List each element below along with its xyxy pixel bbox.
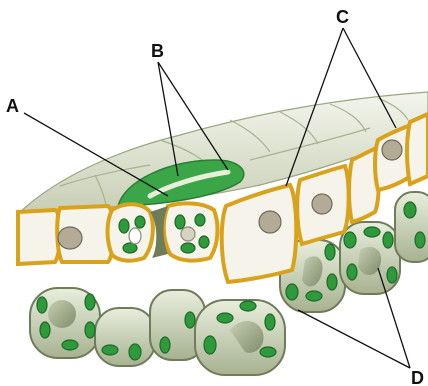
label-b: B [151,41,164,61]
label-d: D [411,368,424,386]
label-c: C [336,7,349,27]
guard-cells-section [108,203,218,260]
label-a: A [6,96,19,116]
